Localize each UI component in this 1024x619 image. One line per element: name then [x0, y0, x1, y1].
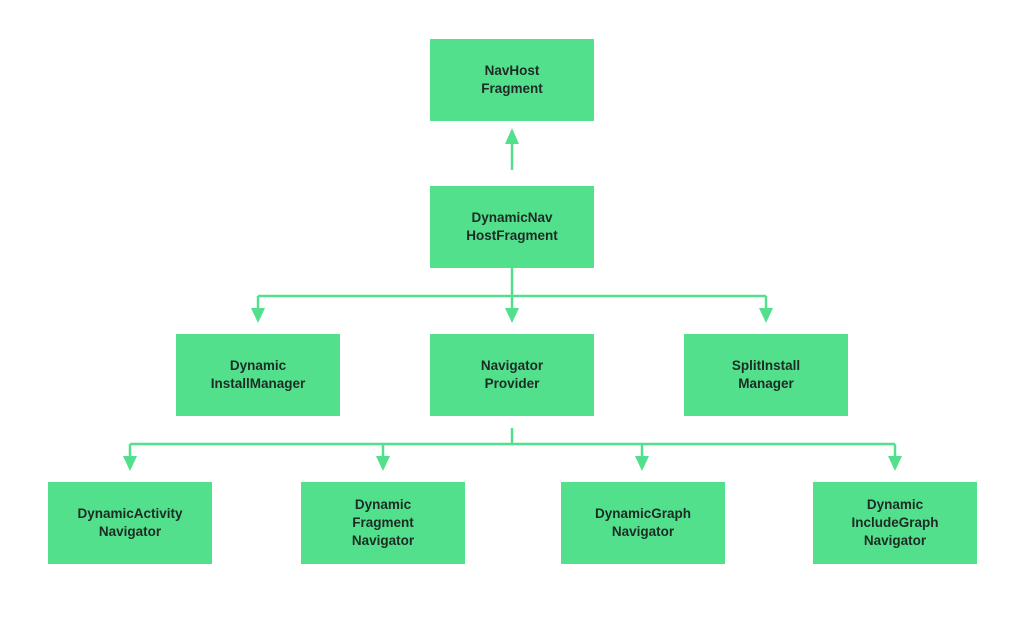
- label-line: Fragment: [352, 515, 414, 530]
- node-split-install-manager: SplitInstall Manager: [684, 334, 848, 416]
- arrowhead-down-split-install: [759, 308, 773, 323]
- node-navigator-provider-label: Navigator Provider: [481, 357, 543, 393]
- node-navhost-fragment-label: NavHost Fragment: [481, 62, 543, 98]
- arrowhead-down-fragment: [376, 456, 390, 471]
- label-line: Navigator: [863, 533, 927, 548]
- node-navhost-fragment: NavHost Fragment: [430, 39, 594, 121]
- node-dynamic-navhost-fragment: DynamicNav HostFragment: [430, 186, 594, 268]
- label-line: DynamicGraph: [594, 506, 692, 521]
- label-line: Provider: [484, 376, 540, 391]
- node-dynamic-includegraph-navigator-label: Dynamic IncludeGraph Navigator: [851, 496, 938, 550]
- node-dynamic-includegraph-navigator: Dynamic IncludeGraph Navigator: [813, 482, 977, 564]
- node-dynamic-graph-navigator-label: DynamicGraph Navigator: [595, 505, 691, 541]
- node-dynamic-activity-navigator: DynamicActivity Navigator: [48, 482, 212, 564]
- label-line: Dynamic: [354, 497, 412, 512]
- arrowhead-down-graph: [635, 456, 649, 471]
- node-dynamic-install-manager: Dynamic InstallManager: [176, 334, 340, 416]
- node-split-install-manager-label: SplitInstall Manager: [732, 357, 800, 393]
- node-dynamic-install-manager-label: Dynamic InstallManager: [211, 357, 306, 393]
- node-dynamic-navhost-fragment-label: DynamicNav HostFragment: [466, 209, 558, 245]
- label-line: DynamicActivity: [77, 506, 183, 521]
- label-line: Navigator: [480, 358, 544, 373]
- label-line: Navigator: [611, 524, 675, 539]
- arrowhead-up-navhost: [505, 128, 519, 144]
- arrowhead-down-includegraph: [888, 456, 902, 471]
- node-dynamic-fragment-navigator-label: Dynamic Fragment Navigator: [352, 496, 414, 550]
- label-line: IncludeGraph: [851, 515, 939, 530]
- label-line: Dynamic: [229, 358, 287, 373]
- label-line: NavHost: [484, 63, 540, 78]
- label-line: SplitInstall: [731, 358, 801, 373]
- label-line: Manager: [738, 376, 794, 391]
- node-navigator-provider: Navigator Provider: [430, 334, 594, 416]
- arrowhead-down-navigator-provider: [505, 308, 519, 323]
- label-line: Navigator: [98, 524, 162, 539]
- label-line: DynamicNav: [471, 210, 553, 225]
- label-line: HostFragment: [466, 228, 558, 243]
- node-dynamic-activity-navigator-label: DynamicActivity Navigator: [77, 505, 182, 541]
- label-line: Fragment: [481, 81, 543, 96]
- arrowhead-down-activity: [123, 456, 137, 471]
- node-dynamic-graph-navigator: DynamicGraph Navigator: [561, 482, 725, 564]
- arrowhead-down-install-manager: [251, 308, 265, 323]
- label-line: Navigator: [351, 533, 415, 548]
- label-line: Dynamic: [866, 497, 924, 512]
- label-line: InstallManager: [210, 376, 306, 391]
- node-dynamic-fragment-navigator: Dynamic Fragment Navigator: [301, 482, 465, 564]
